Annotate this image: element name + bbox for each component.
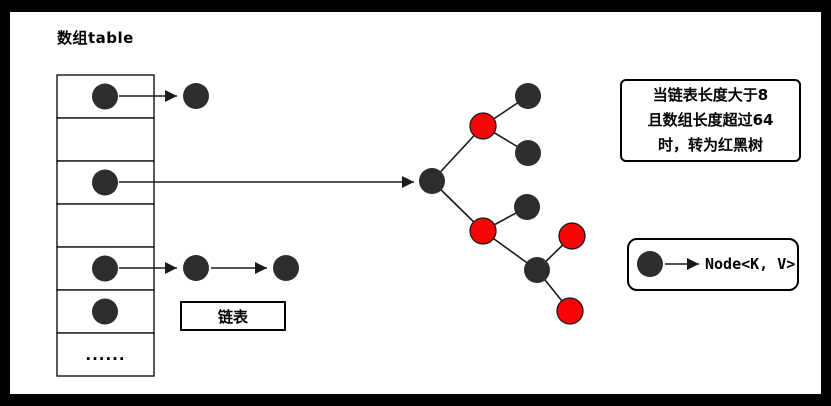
array-cell bbox=[56, 117, 155, 162]
tree-node-red bbox=[469, 217, 497, 245]
note-line-3: 时，转为红黑树 bbox=[657, 136, 763, 154]
list-node bbox=[183, 83, 209, 109]
legend-node bbox=[637, 251, 663, 277]
tree-node-red bbox=[469, 112, 497, 140]
tree-node-black bbox=[419, 168, 445, 194]
legend-box bbox=[627, 238, 799, 291]
tree-node-black bbox=[524, 257, 550, 283]
bucket-node bbox=[92, 298, 118, 325]
array-title: 数组table bbox=[57, 29, 134, 47]
list-node bbox=[273, 255, 299, 281]
tree-node-red bbox=[558, 222, 586, 250]
tree-node-black bbox=[515, 140, 541, 166]
bucket-node bbox=[92, 83, 118, 110]
legend-node-label: Node<K, V> bbox=[705, 255, 796, 273]
tree-node-black bbox=[514, 194, 540, 220]
tree-node-black bbox=[515, 83, 541, 109]
note-line-2: 且数组长度超过64 bbox=[647, 111, 774, 129]
treeify-note-box: 当链表长度大于8 且数组长度超过64 时，转为红黑树 bbox=[620, 79, 801, 162]
linked-list-label-box: 链表 bbox=[180, 301, 286, 331]
array-cell bbox=[56, 203, 155, 248]
tree-node-red bbox=[556, 297, 584, 325]
note-line-1: 当链表长度大于8 bbox=[652, 86, 769, 104]
list-node bbox=[183, 255, 209, 281]
linked-list-label: 链表 bbox=[217, 307, 248, 326]
array-ellipsis: ...... bbox=[85, 345, 126, 364]
bucket-node bbox=[92, 169, 118, 196]
array-cell bbox=[56, 332, 155, 377]
bucket-node bbox=[92, 255, 118, 282]
